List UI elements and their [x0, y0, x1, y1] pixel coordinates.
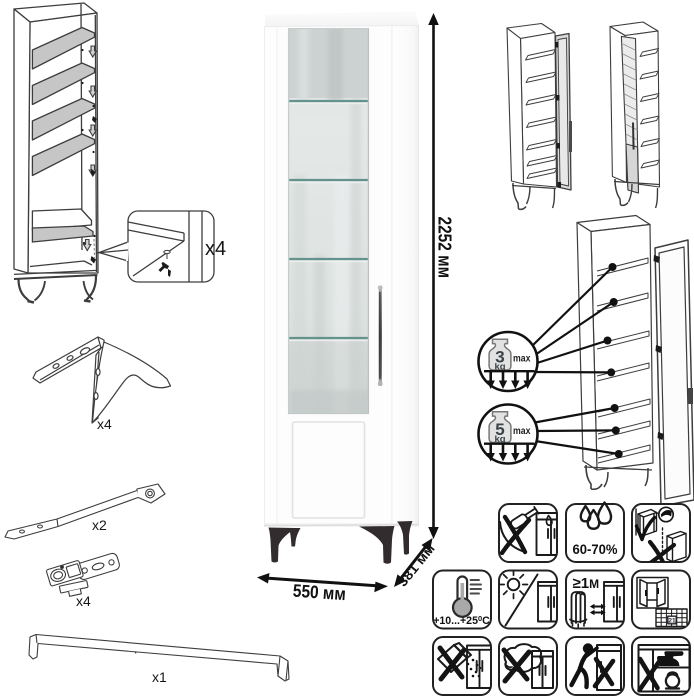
svg-text:60-70%: 60-70% — [573, 541, 619, 557]
svg-text:+10...+250C: +10...+250C — [433, 614, 490, 627]
svg-text:kg: kg — [494, 434, 505, 445]
svg-text:5: 5 — [495, 420, 504, 439]
svg-text:max: max — [513, 426, 531, 437]
svg-text:21: 21 — [668, 618, 676, 625]
svg-text:kg: kg — [494, 361, 505, 372]
svg-text:x4: x4 — [205, 238, 226, 260]
svg-text:3: 3 — [495, 348, 504, 367]
svg-text:≥1М: ≥1М — [573, 575, 600, 592]
svg-text:x1: x1 — [152, 669, 167, 685]
svg-text:2252 мм: 2252 мм — [435, 217, 455, 279]
svg-text:max: max — [513, 354, 531, 365]
svg-text:x4: x4 — [97, 416, 112, 432]
svg-text:x2: x2 — [92, 517, 107, 533]
svg-text:381 мм: 381 мм — [395, 541, 438, 589]
svg-text:x4: x4 — [76, 593, 91, 609]
svg-text:550 мм: 550 мм — [292, 581, 346, 605]
